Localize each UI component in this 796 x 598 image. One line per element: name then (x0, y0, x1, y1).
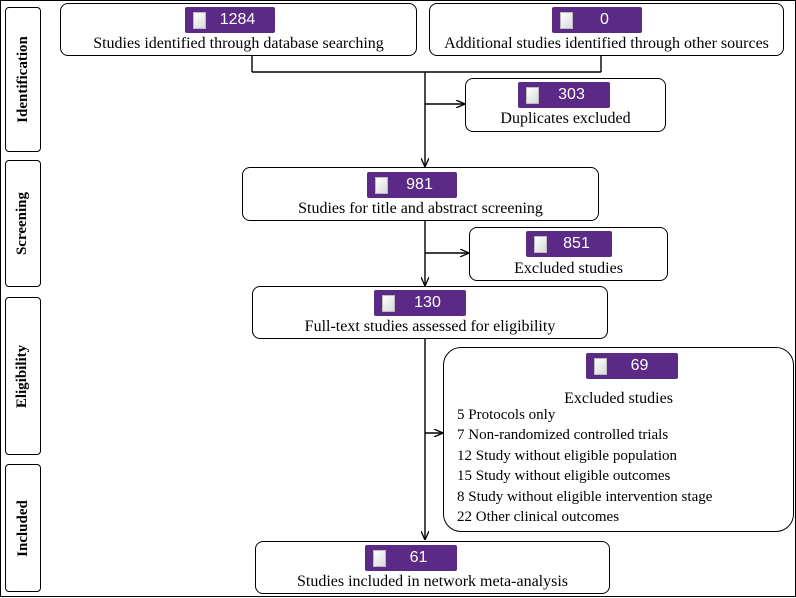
badge-included: 61 (365, 545, 457, 571)
list-item: 8 Study without eligible intervention st… (457, 488, 713, 505)
badge-other-sources: 0 (552, 7, 642, 33)
label-screening: Studies for title and abstract screening (298, 200, 543, 217)
badge-full-text: 130 (374, 290, 466, 316)
label-database: Studies identified through database sear… (93, 35, 384, 52)
label-full-text: Full-text studies assessed for eligibili… (304, 318, 556, 335)
label-duplicates: Duplicates excluded (500, 110, 631, 127)
phase-screening: Screening (5, 160, 41, 287)
document-icon (373, 549, 386, 567)
count-included: 61 (409, 549, 428, 566)
document-icon (534, 235, 547, 253)
badge-excluded-screening: 851 (526, 231, 612, 257)
document-icon (375, 176, 388, 194)
box-excluded-full-text: 69 Excluded studies (443, 347, 794, 532)
badge-excluded-full-text: 69 (586, 353, 678, 379)
document-icon (594, 357, 607, 375)
list-item: 7 Non-randomized controlled trials (457, 427, 669, 444)
badge-database: 1284 (185, 7, 275, 33)
document-icon (382, 294, 395, 312)
list-item: 5 Protocols only (457, 407, 556, 423)
box-excluded-screening: 851 Excluded studies (469, 227, 668, 281)
list-item: 12 Study without eligible population (457, 447, 677, 464)
box-included: 61 Studies included in network meta-anal… (255, 541, 610, 594)
count-excluded-full-text: 69 (630, 357, 649, 374)
box-full-text: 130 Full-text studies assessed for eligi… (252, 286, 608, 339)
label-excluded-full-text: Excluded studies (564, 390, 673, 407)
list-item: 15 Study without eligible outcomes (457, 468, 671, 485)
count-full-text: 130 (414, 294, 441, 311)
badge-screening: 981 (367, 172, 457, 198)
phase-identification: Identification (5, 7, 41, 152)
label-included: Studies included in network meta-analysi… (296, 573, 569, 590)
box-database: 1284 Studies identified through database… (60, 3, 417, 56)
document-icon (193, 11, 206, 29)
document-icon (526, 86, 539, 104)
phase-included: Included (5, 464, 41, 592)
list-item: 22 Other clinical outcomes (457, 509, 620, 526)
count-database: 1284 (219, 11, 256, 28)
label-excluded-screening: Excluded studies (514, 260, 623, 277)
label-other-sources: Additional studies identified through ot… (444, 35, 769, 52)
phase-eligibility: Eligibility (5, 297, 41, 455)
badge-duplicates: 303 (518, 82, 610, 108)
count-excluded-screening: 851 (563, 235, 590, 252)
count-other-sources: 0 (600, 11, 609, 28)
count-screening: 981 (406, 176, 433, 193)
box-other-sources: 0 Additional studies identified through … (429, 3, 784, 56)
box-duplicates: 303 Duplicates excluded (465, 78, 666, 132)
exclusion-reasons-list: 5 Protocols only 7 Non-randomized contro… (457, 405, 712, 527)
document-icon (560, 11, 573, 29)
count-duplicates: 303 (558, 86, 585, 103)
box-screening: 981 Studies for title and abstract scree… (242, 167, 599, 221)
